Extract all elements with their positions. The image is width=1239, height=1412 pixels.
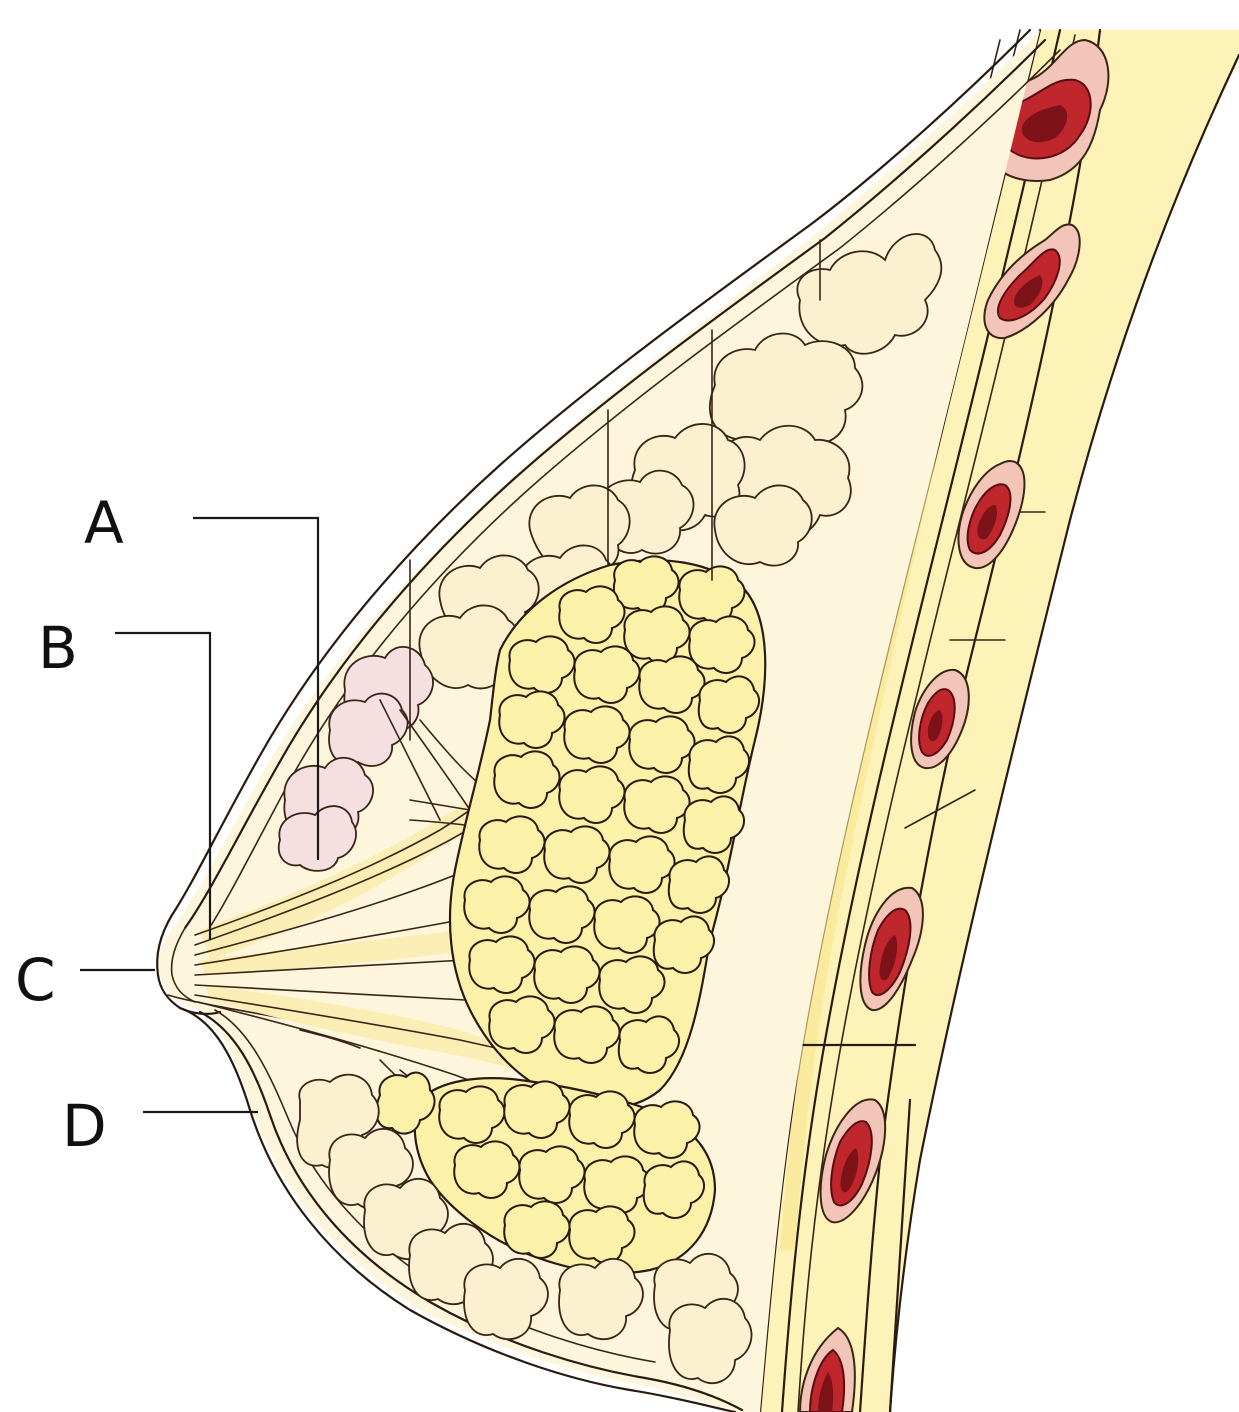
label-d: D (62, 1092, 107, 1160)
label-b: B (38, 614, 78, 682)
label-a: A (84, 489, 124, 557)
label-c: C (15, 946, 56, 1014)
labels: A B C D (15, 489, 124, 1160)
